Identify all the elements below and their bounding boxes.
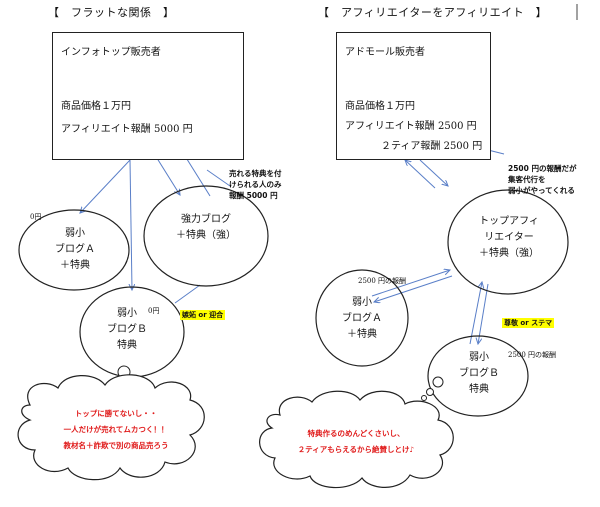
arrow-top-to-blog-a — [374, 275, 453, 302]
right-heading: 【 アフィリエイターをアフィリエイト 】 — [318, 6, 548, 19]
left-vendor-box: インフォトップ販売者 商品価格１万円 アフィリエイト報酬 5000 円 — [52, 32, 244, 160]
arrow-vendor-to-blog-a — [80, 159, 131, 213]
left-tag: 嫉妬 or 迎合 — [180, 310, 226, 320]
right-blog-b-circle — [427, 335, 529, 417]
blog-a-reward: 0円 — [30, 213, 42, 221]
left-vendor-title: インフォトップ販売者 — [61, 47, 161, 58]
arrow-note-pointer — [206, 169, 231, 187]
thought-bubble — [432, 376, 444, 388]
left-vendor-commission: アフィリエイト報酬 5000 円 — [61, 124, 193, 135]
arrow-blog-b-to-top — [469, 282, 482, 345]
right-vendor-title: アドモール販売者 — [345, 47, 425, 58]
blog-a-label: 弱小 ブログＡ ＋特典 — [55, 228, 95, 271]
top-affiliate-circle — [447, 189, 569, 295]
top-affiliate-label: トップアフィ リエイター ＋特典（強） — [479, 216, 539, 259]
blog-a-circle — [18, 209, 130, 291]
left-vendor-price: 商品価格１万円 — [61, 101, 131, 112]
blog-b-reward: 0円 — [148, 307, 160, 315]
right-blog-b-reward: 2500 円の報酬 — [508, 351, 557, 359]
right-vendor-tier2: ２ティア報酬 2500 円 — [381, 141, 483, 152]
right-vendor-commission: アフィリエイト報酬 2500 円 — [345, 121, 477, 132]
arrow-vendor-to-blog-b — [130, 159, 132, 290]
right-vendor-box: アドモール販売者 商品価格１万円 アフィリエイト報酬 2500 円 ２ティア報酬… — [336, 32, 491, 160]
right-blog-a-label: 弱小 ブログＡ ＋特典 — [342, 297, 382, 340]
top-affiliate-note: 2500 円の報酬だが 集客代行を 弱小がやってくれる — [508, 164, 577, 195]
blog-b-label: 弱小 ブログＢ 特典 — [107, 308, 147, 351]
arrow-top-to-vendor — [405, 160, 436, 189]
strong-blog-label: 強力ブログ ＋特典（強） — [176, 214, 236, 241]
right-blog-a-reward: 2500 円の報酬 — [358, 277, 407, 285]
right-thought-cloud — [259, 390, 454, 489]
thought-bubble — [426, 388, 434, 396]
thought-bubble — [421, 395, 427, 401]
arrow-blog-a-to-top — [371, 270, 450, 297]
right-blog-a-circle — [315, 269, 409, 367]
strong-blog-note: 売れる特典を付 けられる人のみ 報酬 5000 円 — [229, 169, 282, 200]
right-vendor-price: 商品価格１万円 — [345, 101, 415, 112]
arrow-vendor-to-top — [419, 159, 448, 186]
right-blog-b-label: 弱小 ブログＢ 特典 — [459, 352, 499, 395]
left-heading: 【 フラットな関係 】 — [48, 6, 175, 19]
right-cloud-text: 特典作るのめんどくさいし、 ２ティアもらえるから絶賛しとけ♪ — [297, 429, 415, 454]
line-strong-to-blog-b — [174, 284, 201, 304]
arrow-top-to-blog-b — [478, 283, 489, 344]
left-cloud-text: トップに勝てないし・・ 一人だけが売れてムカつく！！ 教材名＋詐欺で別の商品売ろ… — [63, 409, 169, 450]
left-thought-cloud — [17, 374, 205, 481]
right-tag: 尊敬 or ステマ — [502, 318, 555, 328]
strong-blog-circle — [143, 185, 269, 287]
